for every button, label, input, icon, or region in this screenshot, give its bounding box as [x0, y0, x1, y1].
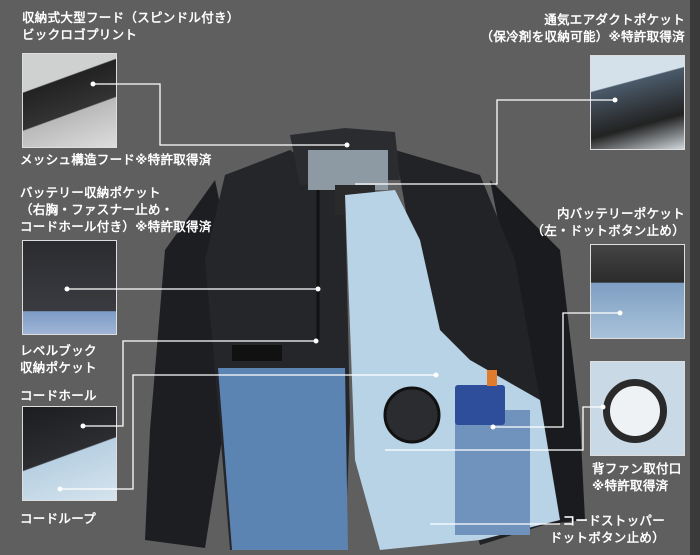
cord-stopper-line1: コードストッパー [562, 513, 665, 528]
back-fan-label: 背ファン取付口 ※特許取得済 [592, 460, 682, 494]
air-duct-photo [590, 55, 685, 150]
battery-pocket-label: バッテリー収納ポケット （右胸・ファスナー止め・ コードホール付き）※特許取得済 [20, 184, 212, 235]
denim-inner-pocket [455, 410, 530, 535]
collar-mesh [308, 150, 388, 190]
air-duct-label: 通気エアダクトポケット （保冷剤を収納可能）※特許取得済 [481, 11, 685, 45]
callout-cord-loop [60, 374, 436, 490]
battery-pack [455, 385, 505, 425]
inner-battery-line2: （左・ドットボタン止め） [531, 223, 685, 238]
cord-hole-photo [22, 406, 117, 501]
chest-badge [232, 345, 282, 361]
fan-ring [603, 379, 667, 443]
fan-unit [383, 386, 441, 444]
air-duct-line2: （保冷剤を収納可能）※特許取得済 [480, 29, 685, 44]
inner-battery-line1: 内バッテリーポケット [556, 206, 685, 221]
hood-title-line2: ビックロゴプリント [22, 27, 138, 42]
battery-pocket-line3: コードホール付き）※特許取得済 [20, 219, 212, 234]
callout-level-book [83, 340, 316, 427]
callout-hood [93, 83, 347, 146]
battery-pocket-line2: （右胸・ファスナー止め・ [20, 202, 174, 217]
hood-title: 収納式大型フード（スピンドル付き） ビックロゴプリント [22, 9, 240, 43]
inner-battery-label: 内バッテリーポケット （左・ドットボタン止め） [531, 205, 685, 239]
denim-panel-left [218, 368, 348, 550]
inner-battery-photo [590, 244, 685, 339]
level-book-label: レベルブック 収納ポケット [20, 342, 97, 376]
right-edge-strip [690, 0, 700, 555]
air-duct-line1: 通気エアダクトポケット [544, 12, 685, 27]
callout-fan-port [385, 406, 603, 451]
back-fan-line1: 背ファン取付口 [592, 461, 682, 476]
level-book-line1: レベルブック [20, 343, 97, 358]
level-book-line2: 収納ポケット [20, 360, 97, 375]
mesh-hood-label: メッシュ構造フード※特許取得済 [20, 152, 212, 167]
hood-title-line1: 収納式大型フード（スピンドル付き） [22, 10, 240, 25]
cord-stopper-line2: ドットボタン止め） [549, 530, 665, 545]
callout-inner-battery [493, 312, 620, 428]
fan-port-photo [590, 361, 685, 456]
cord-loop-label: コードループ [20, 511, 97, 526]
battery-pocket-photo [22, 240, 117, 335]
battery-pocket-line1: バッテリー収納ポケット [20, 185, 161, 200]
cord-hole-label: コードホール [20, 388, 97, 403]
callout-air-duct [355, 99, 615, 185]
back-fan-line2: ※特許取得済 [592, 478, 669, 493]
cord-stopper-label: コードストッパー ドットボタン止め） [550, 512, 665, 546]
orange-connector [487, 370, 497, 386]
hood-detail-photo [22, 53, 117, 148]
